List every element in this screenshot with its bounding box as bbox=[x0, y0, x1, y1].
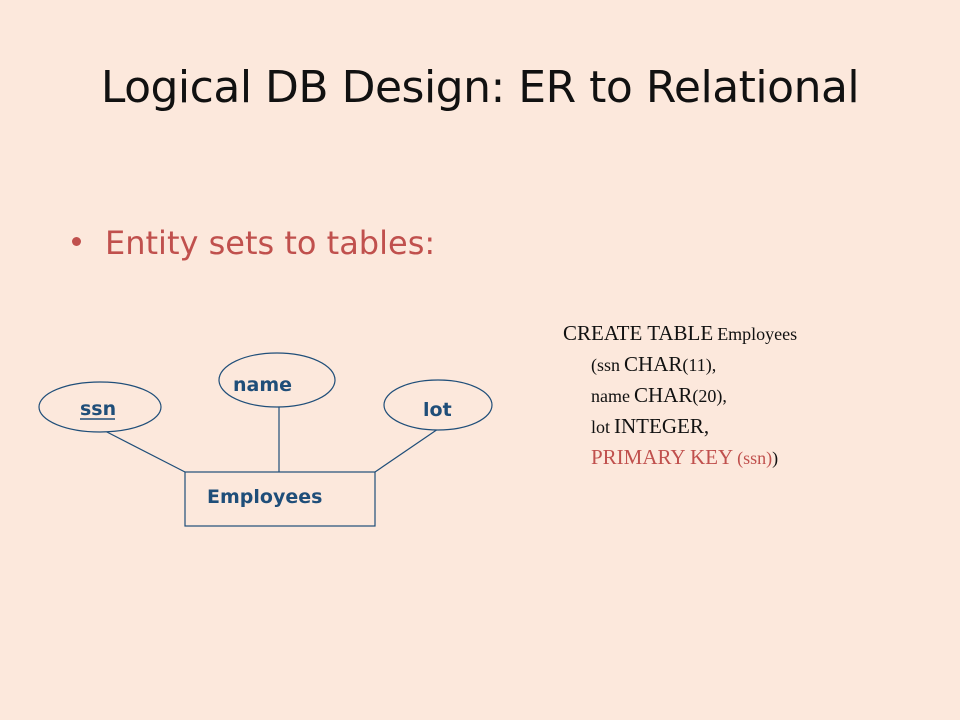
connector-lot bbox=[374, 428, 439, 473]
sql-line-create: CREATE TABLE Employees bbox=[563, 318, 797, 349]
attribute-name-label: name bbox=[233, 374, 292, 396]
sql-primary-key-column: (ssn) bbox=[737, 448, 773, 468]
attribute-ssn-label: ssn bbox=[80, 398, 116, 420]
slide-title: Logical DB Design: ER to Relational bbox=[100, 62, 860, 113]
sql-primary-key-keyword: PRIMARY KEY bbox=[591, 445, 734, 469]
sql-column: lot bbox=[591, 417, 611, 437]
sql-table-name: Employees bbox=[717, 324, 798, 344]
sql-type: CHAR bbox=[633, 383, 693, 407]
sql-column: name bbox=[591, 386, 630, 406]
sql-type: INTEGER, bbox=[614, 414, 710, 438]
sql-line-primary-key: PRIMARY KEY (ssn)) bbox=[563, 442, 797, 473]
sql-column: (ssn bbox=[591, 355, 621, 375]
sql-size: (20), bbox=[692, 386, 727, 406]
sql-line-ssn: (ssn CHAR(11), bbox=[563, 349, 797, 380]
entity-employees-label: Employees bbox=[207, 486, 322, 508]
sql-statement: CREATE TABLE Employees (ssn CHAR(11), na… bbox=[563, 318, 797, 473]
attribute-name-ellipse bbox=[218, 352, 336, 408]
attribute-lot-label: lot bbox=[423, 399, 452, 421]
sql-type: CHAR bbox=[624, 352, 683, 376]
bullet-item: Entity sets to tables: bbox=[72, 224, 435, 262]
connector-ssn bbox=[104, 430, 186, 473]
attribute-ssn-ellipse bbox=[38, 381, 162, 433]
sql-keyword: CREATE TABLE bbox=[563, 321, 714, 345]
sql-line-lot: lot INTEGER, bbox=[563, 411, 797, 442]
sql-size: (11), bbox=[682, 355, 717, 375]
sql-close-paren: ) bbox=[772, 448, 779, 468]
entity-employees-rect bbox=[184, 471, 376, 527]
sql-line-name: name CHAR(20), bbox=[563, 380, 797, 411]
bullet-dot-icon bbox=[72, 236, 81, 246]
bullet-text: Entity sets to tables: bbox=[105, 224, 436, 262]
attribute-lot-ellipse bbox=[383, 379, 493, 431]
